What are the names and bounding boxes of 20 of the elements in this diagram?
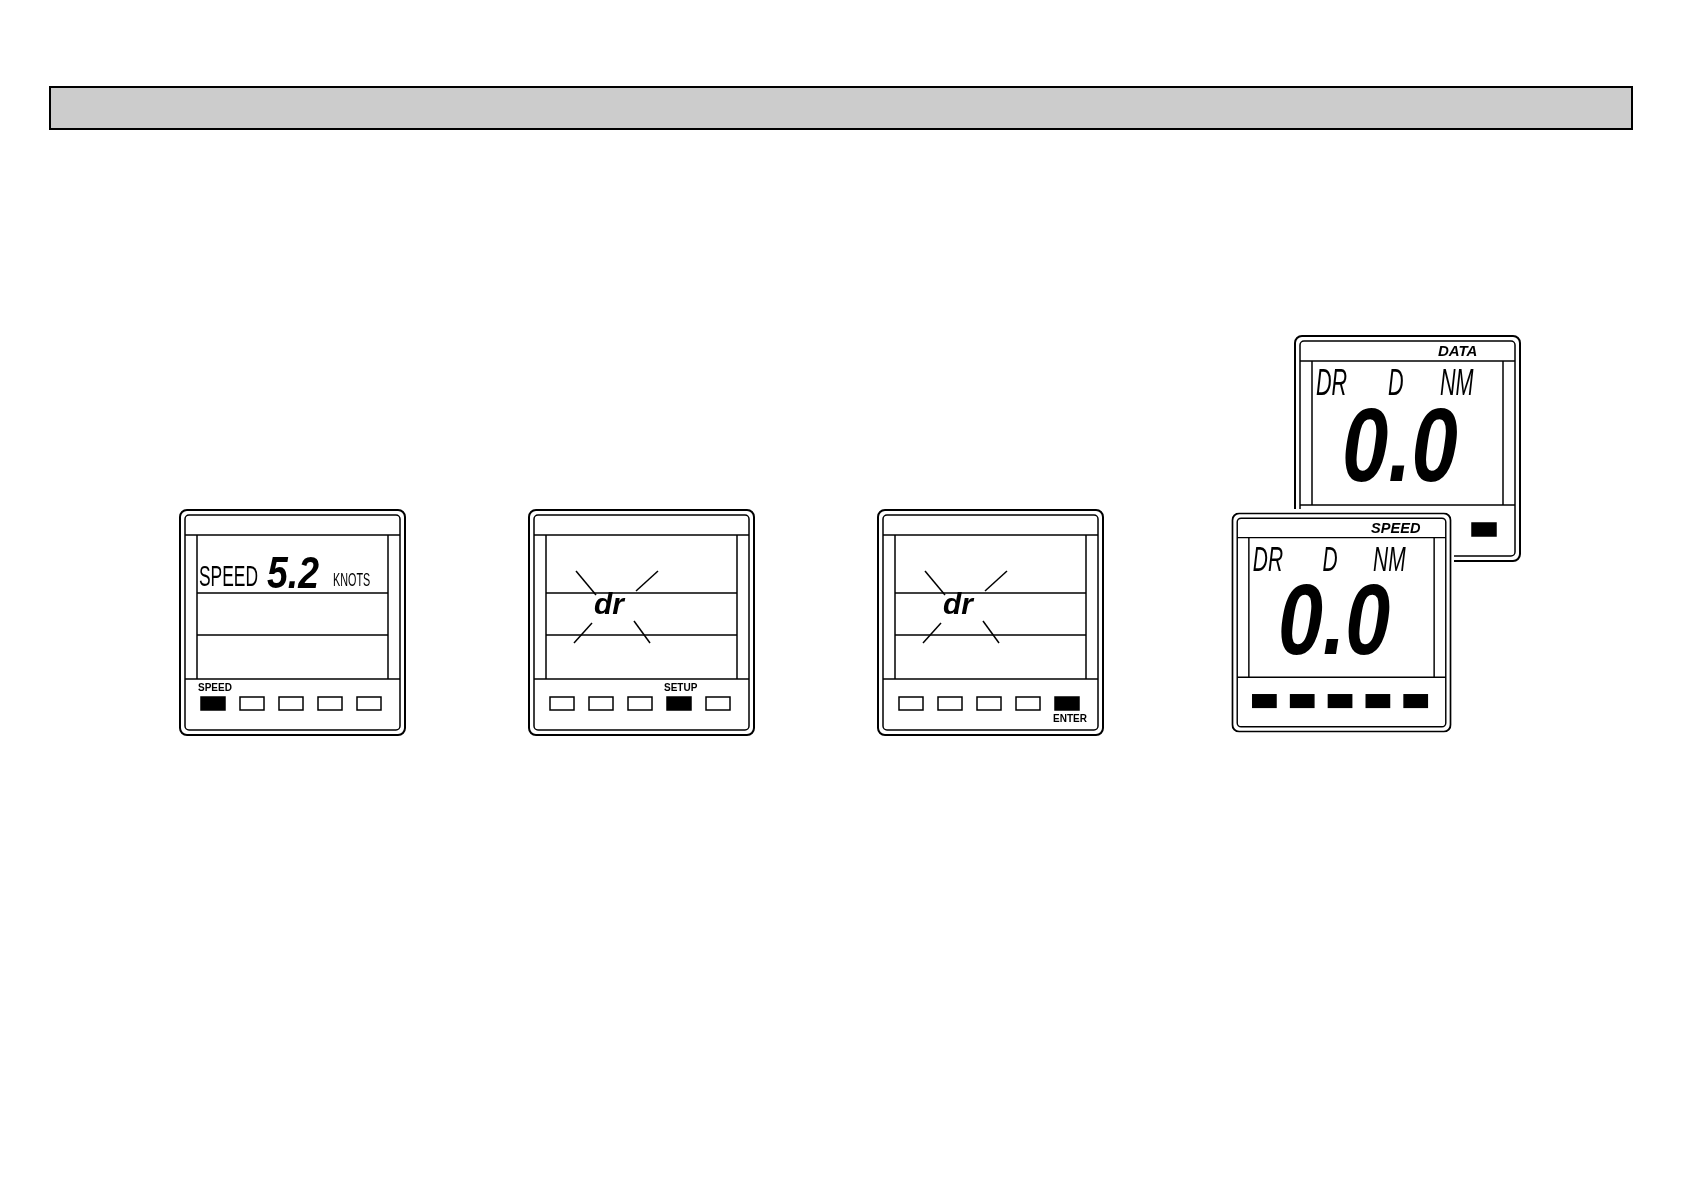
page-title: DATA (1438, 343, 1478, 358)
key-label: ENTER (1053, 714, 1087, 724)
display-reading: SPEED (199, 561, 258, 591)
key-label: SETUP (664, 683, 698, 693)
page-title: SPEED (1371, 520, 1421, 535)
instrument-display (1231, 512, 1452, 733)
instrument-display (179, 509, 406, 736)
display-reading: NM (1373, 541, 1406, 577)
display-value: 5.2 (267, 551, 319, 595)
flashing-code: dr (594, 589, 624, 619)
instrument-display (877, 509, 1104, 736)
flashing-code: dr (943, 589, 973, 619)
display-unit-label: KNOTS (333, 571, 371, 589)
display-reading: D (1388, 365, 1404, 401)
display-reading: NM (1440, 365, 1474, 401)
display-reading: DR (1316, 365, 1348, 401)
display-reading: D (1322, 541, 1338, 577)
key-label: SPEED (198, 683, 232, 693)
instrument-display (1294, 335, 1521, 509)
instrument-display (528, 509, 755, 736)
